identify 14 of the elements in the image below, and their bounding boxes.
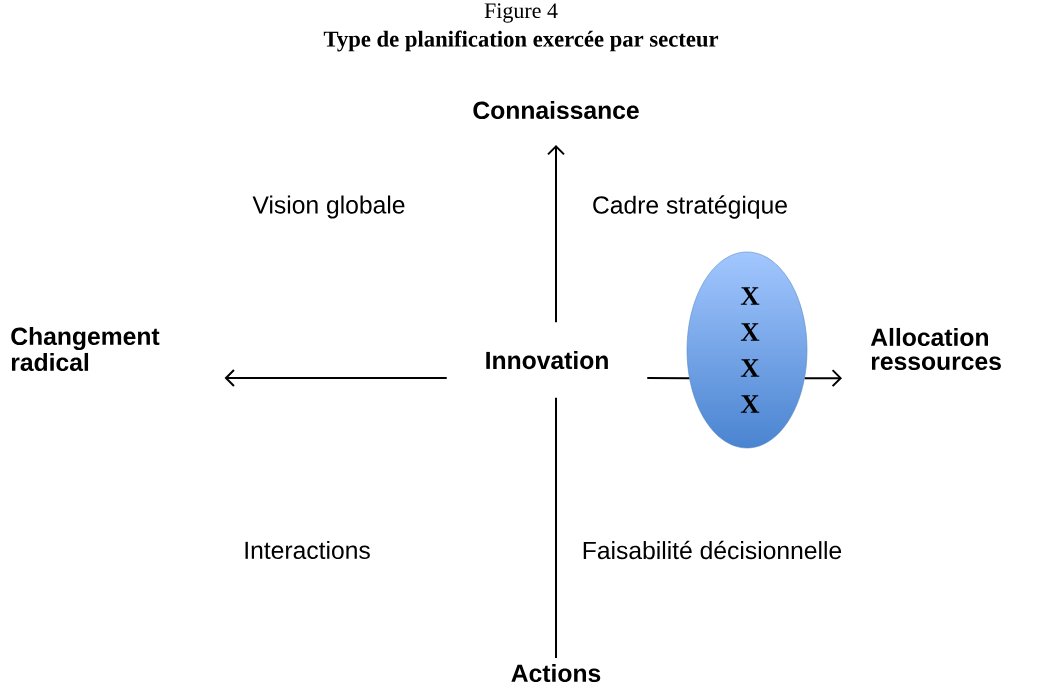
arrow (803, 369, 842, 388)
figure-number: Figure 4 (484, 3, 558, 23)
axis-label: Innovation (486, 351, 608, 370)
quadrant-label: Interactions (245, 540, 370, 560)
axis-label: Connaissance (473, 100, 639, 120)
axis-label: Allocation ressources (870, 327, 1001, 371)
arrow (547, 144, 565, 324)
arrow (224, 369, 448, 387)
axis-label: Changement radical (11, 326, 160, 372)
quadrant-label: Faisabilité décisionnelle (583, 540, 842, 560)
axis-label: Actions (511, 663, 601, 683)
quadrant-label: Cadre stratégique (593, 195, 787, 219)
title: Type de planification exercée par secteur (323, 30, 719, 52)
quadrant-label: Vision globale (252, 195, 405, 219)
